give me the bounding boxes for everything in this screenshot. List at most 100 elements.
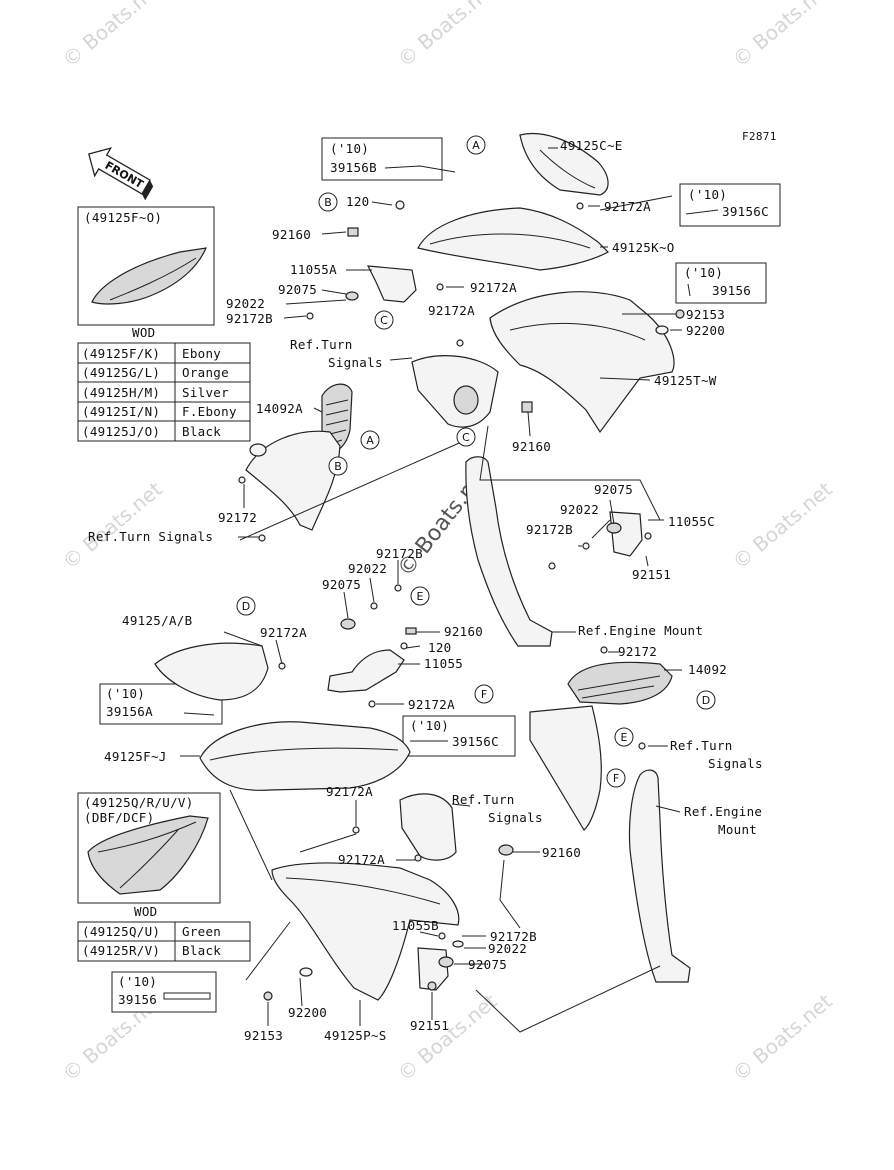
svg-text:C: C [462, 431, 470, 444]
part-label: 11055B [392, 918, 439, 933]
part-label: 92172A [260, 625, 307, 640]
part-label: 92022 [226, 296, 265, 311]
part-label: Signals [328, 355, 383, 370]
part-label: 11055 [424, 656, 463, 671]
legend-model-header: (DBF/DCF) [84, 810, 154, 825]
part-label: 49125K~O [612, 240, 675, 255]
part-label: 92151 [632, 567, 671, 582]
callouts: A A B B C C D D E E F F [236, 135, 716, 788]
part-label: 92151 [410, 1018, 449, 1033]
hardware [238, 200, 685, 1001]
figure-code: F2871 [742, 130, 777, 143]
part-label: 120 [428, 640, 451, 655]
year-label: ('10) [688, 187, 727, 202]
legend-wod: WOD [134, 904, 157, 919]
year-label: ('10) [330, 141, 369, 156]
legend-row-part: (49125F/K) [82, 346, 160, 361]
svg-text:B: B [334, 460, 342, 473]
legend-row-color: Ebony [182, 346, 221, 361]
part-label: 120 [346, 194, 369, 209]
callout-C: C [374, 310, 394, 330]
part-label: 92172A [604, 199, 651, 214]
legend-row-color: F.Ebony [182, 404, 237, 419]
part-label: 92022 [488, 941, 527, 956]
part-labels: 49125C~E 92172A 49125K~O 120 92160 11055… [88, 138, 762, 1043]
legend-row-color: Black [182, 943, 221, 958]
legend-row-part: (49125Q/U) [82, 924, 160, 939]
parts-artwork [154, 132, 691, 1001]
legend-row-part: (49125G/L) [82, 365, 160, 380]
callout-A: A [466, 135, 486, 155]
part-label: 92200 [288, 1005, 327, 1020]
part-label: 49125F~J [104, 749, 167, 764]
part-label: 92160 [272, 227, 311, 242]
year-box-39156C-top: ('10) 39156C [679, 183, 781, 227]
svg-text:C: C [380, 314, 388, 327]
part-label: 92172B [226, 311, 273, 326]
legend-row-part: (49125H/M) [82, 385, 160, 400]
part-label: 49125P~S [324, 1028, 387, 1043]
year-label: ('10) [410, 718, 449, 733]
part-label: 92075 [468, 957, 507, 972]
part-label: 39156C [722, 204, 769, 219]
svg-text:E: E [417, 590, 424, 603]
watermark: © Boats.net [58, 477, 167, 574]
part-label: Ref.Turn [452, 792, 515, 807]
part-label: 92153 [244, 1028, 283, 1043]
legend-row-color: Green [182, 924, 221, 939]
watermark: © Boats.net [728, 477, 837, 574]
svg-text:D: D [242, 600, 250, 613]
part-label: 92075 [322, 577, 361, 592]
legend-row-color: Silver [182, 385, 229, 400]
legend-row-part: (49125J/O) [82, 424, 160, 439]
part-label: 49125T~W [654, 373, 717, 388]
part-label: 92160 [512, 439, 551, 454]
part-label: 92160 [542, 845, 581, 860]
svg-text:E: E [621, 731, 628, 744]
part-label: 49125/A/B [122, 613, 192, 628]
part-label: 11055C [668, 514, 715, 529]
legend-row-part: (49125I/N) [82, 404, 160, 419]
part-label: 92200 [686, 323, 725, 338]
year-box-39156-bot: ('10) 39156 [111, 971, 217, 1013]
callout-C: C [456, 427, 476, 447]
svg-text:F: F [481, 688, 487, 701]
part-label: 39156A [106, 704, 153, 719]
part-label: Ref.Turn [290, 337, 353, 352]
legend-row-part: (49125R/V) [82, 943, 160, 958]
part-label: 49125C~E [560, 138, 623, 153]
year-label: ('10) [684, 265, 723, 280]
part-label: 92172A [428, 303, 475, 318]
part-label: Signals [488, 810, 543, 825]
part-label: 92172 [218, 510, 257, 525]
year-box-39156B: ('10) 39156B [321, 137, 456, 181]
watermark: © Boats.net [58, 0, 167, 72]
callout-B: B [318, 192, 338, 212]
legend-bottom: (49125Q/R/U/V) (DBF/DCF) WOD (49125Q/U) … [77, 792, 251, 962]
callout-F: F [606, 768, 626, 788]
leader-lines [180, 147, 682, 1033]
svg-text:B: B [324, 196, 332, 209]
part-label: 92172A [326, 784, 373, 799]
part-label: 39156B [330, 160, 377, 175]
year-box-39156-top: ('10) 39156 [675, 262, 767, 304]
part-label: 92172A [338, 852, 385, 867]
legend-row-color: Orange [182, 365, 229, 380]
callout-E: E [410, 586, 430, 606]
svg-text:D: D [702, 694, 710, 707]
legend-row-color: Black [182, 424, 221, 439]
part-label: 92160 [444, 624, 483, 639]
part-label: 92153 [686, 307, 725, 322]
part-label: 92172B [376, 546, 423, 561]
watermark: © Boats.net [728, 989, 837, 1086]
watermark: © Boats.net [393, 0, 502, 72]
svg-text:F: F [613, 772, 619, 785]
callout-D: D [696, 690, 716, 710]
part-label: Ref.Turn [670, 738, 733, 753]
front-arrow-icon: FRONT [88, 147, 154, 201]
svg-text:A: A [472, 139, 480, 152]
part-label: 39156C [452, 734, 499, 749]
part-label: 14092 [688, 662, 727, 677]
part-label: 92022 [348, 561, 387, 576]
